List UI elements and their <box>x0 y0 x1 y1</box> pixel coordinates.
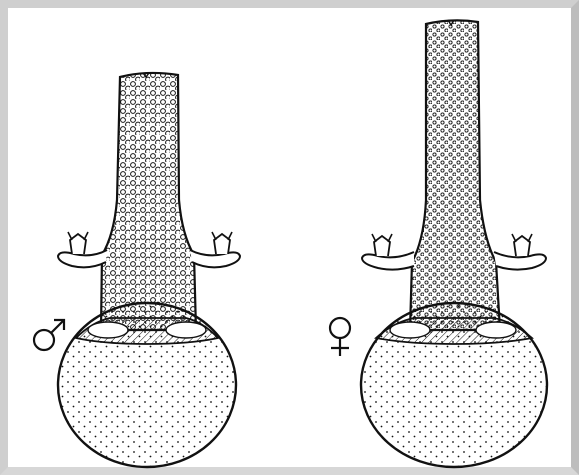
male-left-appendage <box>58 232 107 267</box>
male-right-appendage <box>190 232 240 267</box>
male-specimen <box>34 73 240 467</box>
female-symbol-icon <box>330 318 350 356</box>
female-left-appendage <box>362 234 414 270</box>
female-right-appendage <box>494 234 546 270</box>
male-junction <box>76 318 218 344</box>
female-stalk <box>410 20 500 330</box>
female-specimen <box>330 20 547 467</box>
female-junction <box>376 318 532 344</box>
male-symbol-icon <box>34 320 64 350</box>
male-stalk <box>101 73 196 330</box>
